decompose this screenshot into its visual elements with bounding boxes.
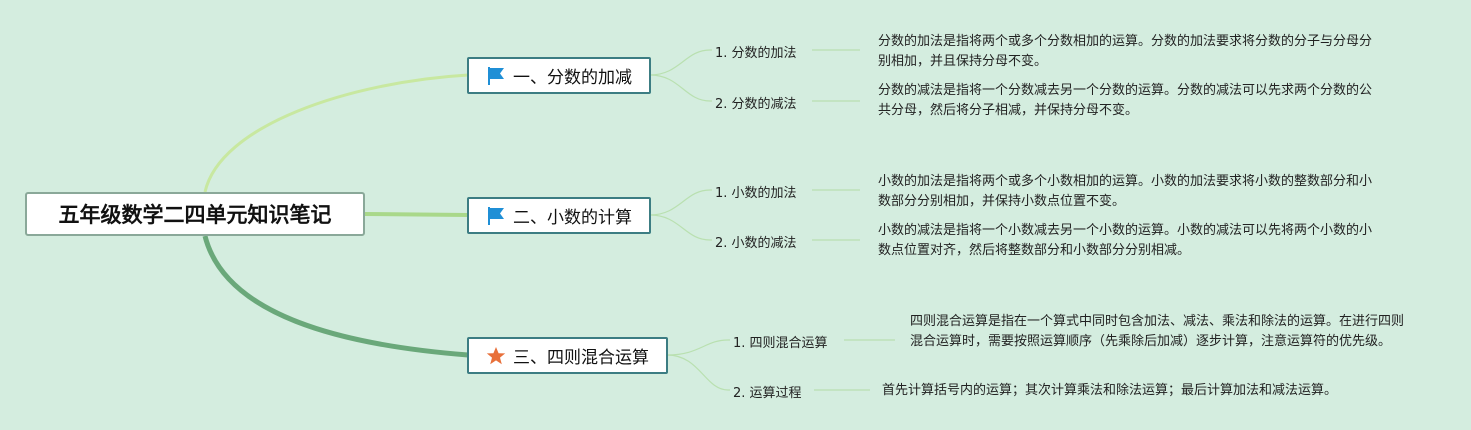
topic-decimal-calculation[interactable]: 二、小数的计算 xyxy=(467,197,651,234)
topic-mixed-operations[interactable]: 三、四则混合运算 xyxy=(467,337,668,374)
note-mixed-operations: 四则混合运算是指在一个算式中同时包含加法、减法、乘法和除法的运算。在进行四则混合… xyxy=(910,314,1405,349)
subtopic-decimal-subtraction[interactable]: 2. 小数的减法 xyxy=(715,236,797,251)
root-topic-label: 五年级数学二四单元知识笔记 xyxy=(58,203,332,227)
subtopic-calculation-process[interactable]: 2. 运算过程 xyxy=(733,386,802,401)
subtopic-fraction-subtraction[interactable]: 2. 分数的减法 xyxy=(715,97,797,112)
leaf-line-1-2 xyxy=(649,74,860,102)
topic-fraction-add-sub[interactable]: 一、分数的加减 xyxy=(467,57,651,94)
note-fraction-addition: 分数的加法是指将两个或多个分数相加的运算。分数的加法要求将分数的分子与分母分别相… xyxy=(878,34,1373,69)
branch-line-1 xyxy=(203,73,469,193)
leaf-line-1-1 xyxy=(649,49,860,76)
subtopic-mixed-operations[interactable]: 1. 四则混合运算 xyxy=(733,336,828,351)
root-topic[interactable]: 五年级数学二四单元知识笔记 xyxy=(25,192,365,236)
note-fraction-subtraction: 分数的减法是指将一个分数减去另一个分数的运算。分数的减法可以先求两个分数的公共分… xyxy=(878,83,1373,118)
branch-line-3 xyxy=(202,235,469,358)
topic-label: 二、小数的计算 xyxy=(513,208,632,228)
leaf-line-3-1 xyxy=(666,339,895,356)
blue-flag-icon xyxy=(485,205,507,227)
subtopic-decimal-addition[interactable]: 1. 小数的加法 xyxy=(715,186,797,201)
orange-star-icon xyxy=(485,345,507,367)
note-decimal-addition: 小数的加法是指将两个或多个小数相加的运算。小数的加法要求将小数的整数部分和小数部… xyxy=(878,174,1373,209)
leaf-line-3-2 xyxy=(666,354,870,391)
topic-label: 一、分数的加减 xyxy=(513,68,632,88)
subtopic-fraction-addition[interactable]: 1. 分数的加法 xyxy=(715,46,797,61)
topic-label: 三、四则混合运算 xyxy=(513,348,649,368)
blue-flag-icon xyxy=(485,65,507,87)
leaf-line-2-2 xyxy=(649,214,860,241)
leaf-line-2-1 xyxy=(649,189,860,216)
note-decimal-subtraction: 小数的减法是指将一个小数减去另一个小数的运算。小数的减法可以先将两个小数的小数点… xyxy=(878,223,1373,258)
branch-line-2 xyxy=(364,212,469,217)
note-calculation-process: 首先计算括号内的运算；其次计算乘法和除法运算；最后计算加法和减法运算。 xyxy=(882,383,1338,398)
